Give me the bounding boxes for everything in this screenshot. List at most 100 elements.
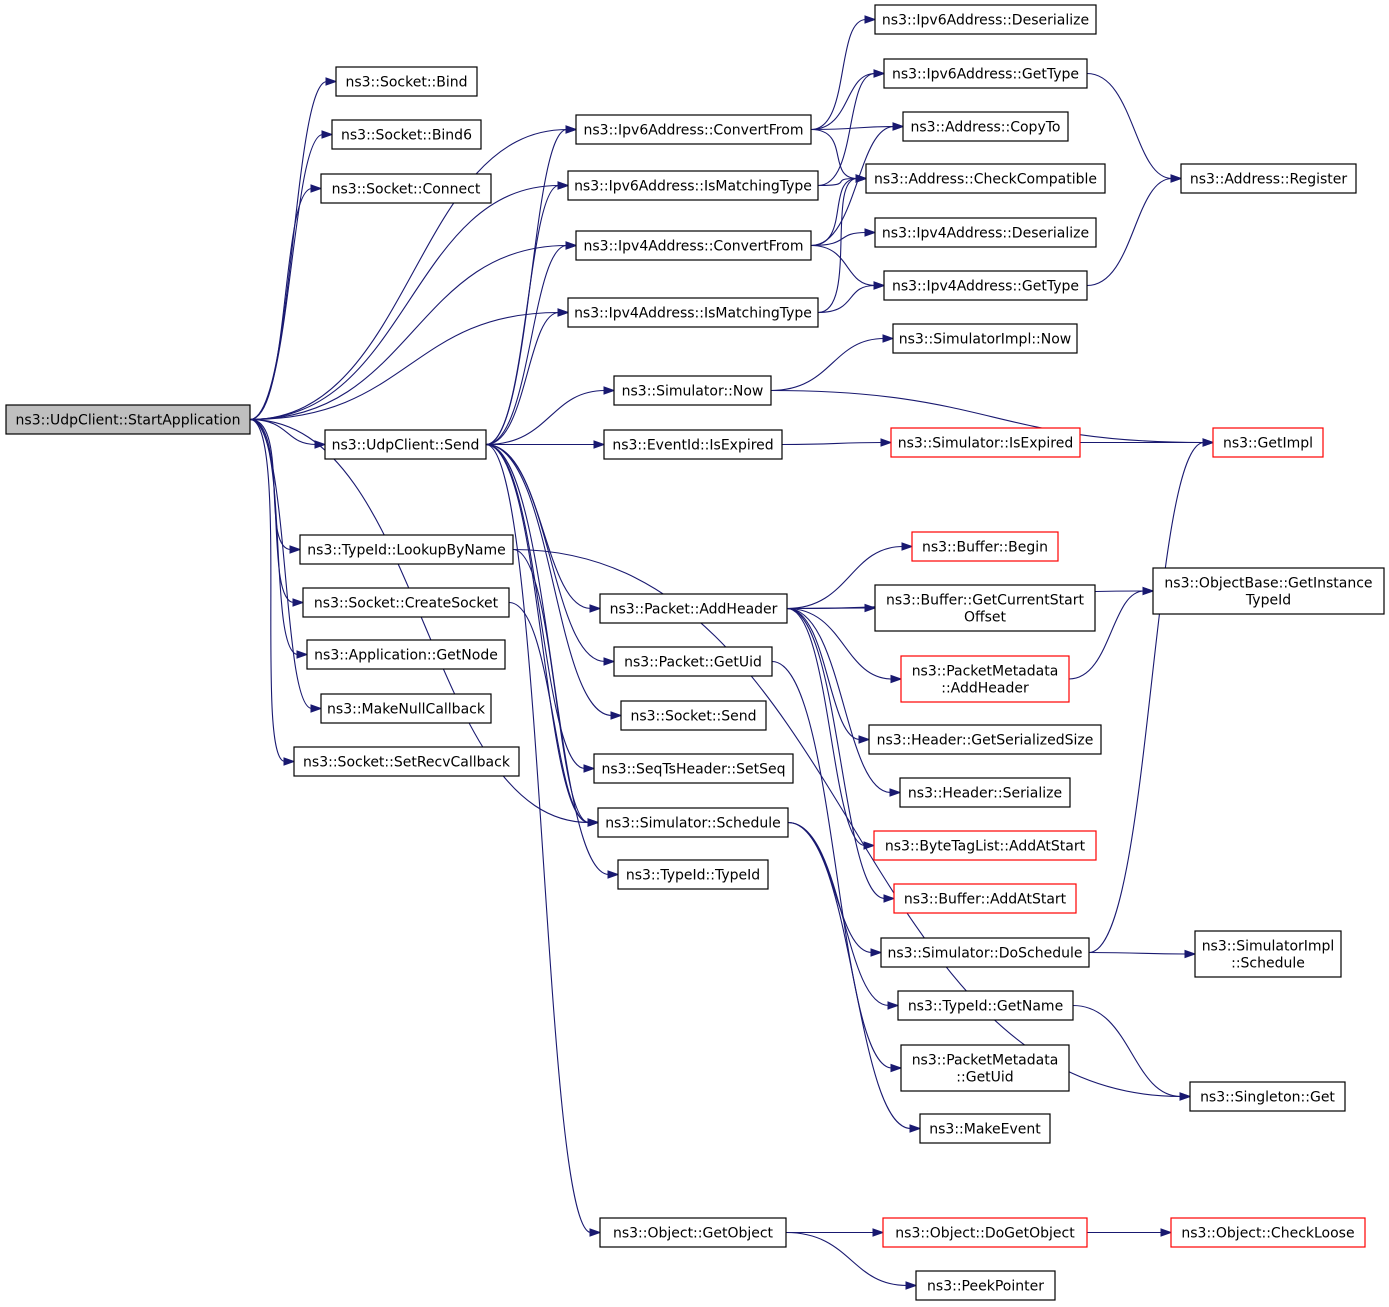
node-box[interactable] [593, 753, 794, 784]
node-box[interactable] [331, 119, 482, 150]
node-box[interactable] [865, 163, 1106, 194]
node-ns3-ipv6address-ismatchingtype[interactable]: ns3::Ipv6Address::IsMatchingType [567, 170, 819, 201]
node-ns3-seqtsheader-setseq[interactable]: ns3::SeqTsHeader::SetSeq [593, 753, 794, 784]
node-box[interactable] [293, 746, 520, 777]
node-box[interactable] [597, 807, 789, 838]
node-box[interactable] [892, 323, 1078, 354]
node-ns3-packetmetadata-getuid[interactable]: ns3::PacketMetadata::GetUid [900, 1044, 1070, 1092]
node-ns3-socket-send[interactable]: ns3::Socket::Send [620, 700, 767, 731]
node-box[interactable] [603, 429, 783, 460]
node-ns3-address-checkcompatible[interactable]: ns3::Address::CheckCompatible [865, 163, 1106, 194]
node-box[interactable] [890, 427, 1081, 458]
node-ns3-typeid-typeid[interactable]: ns3::TypeId::TypeId [617, 859, 769, 890]
node-box[interactable] [617, 859, 769, 890]
node-box[interactable] [1152, 567, 1385, 615]
node-ns3-ipv4address-ismatchingtype[interactable]: ns3::Ipv4Address::IsMatchingType [567, 297, 819, 328]
node-box[interactable] [874, 4, 1097, 35]
node-ns3-socket-bind[interactable]: ns3::Socket::Bind [335, 66, 478, 97]
node-ns3-ipv4address-gettype[interactable]: ns3::Ipv4Address::GetType [883, 270, 1088, 301]
node-box[interactable] [1194, 930, 1342, 978]
node-box[interactable] [5, 404, 251, 435]
node-box[interactable] [874, 584, 1096, 632]
node-box[interactable] [567, 297, 819, 328]
node-box[interactable] [567, 170, 819, 201]
node-box[interactable] [299, 534, 514, 565]
node-box[interactable] [897, 990, 1074, 1021]
node-ns3-simulator-schedule[interactable]: ns3::Simulator::Schedule [597, 807, 789, 838]
node-ns3-packet-getuid[interactable]: ns3::Packet::GetUid [613, 646, 773, 677]
node-ns3-socket-setrecvcallback[interactable]: ns3::Socket::SetRecvCallback [293, 746, 520, 777]
node-box[interactable] [1212, 427, 1324, 458]
node-ns3-object-dogetobject[interactable]: ns3::Object::DoGetObject [882, 1217, 1088, 1248]
node-box[interactable] [1180, 163, 1357, 194]
node-box[interactable] [880, 937, 1090, 968]
node-ns3-buffer-begin[interactable]: ns3::Buffer::Begin [911, 531, 1059, 562]
node-box[interactable] [893, 883, 1077, 914]
node-box[interactable] [324, 429, 487, 460]
node-ns3-udpclient-startapplication[interactable]: ns3::UdpClient::StartApplication [5, 404, 251, 435]
node-ns3-buffer-addatstart[interactable]: ns3::Buffer::AddAtStart [893, 883, 1077, 914]
node-box[interactable] [911, 531, 1059, 562]
node-box[interactable] [320, 693, 492, 724]
node-box[interactable] [883, 58, 1088, 89]
node-ns3-ipv4address-convertfrom[interactable]: ns3::Ipv4Address::ConvertFrom [575, 230, 812, 261]
node-box[interactable] [575, 230, 812, 261]
node-box[interactable] [320, 173, 492, 204]
node-ns3-address-copyto[interactable]: ns3::Address::CopyTo [902, 111, 1069, 142]
node-ns3-header-getserializedsize[interactable]: ns3::Header::GetSerializedSize [868, 724, 1102, 755]
node-box[interactable] [599, 593, 788, 624]
node-ns3-makeevent[interactable]: ns3::MakeEvent [919, 1113, 1051, 1144]
node-box[interactable] [620, 700, 767, 731]
node-box[interactable] [575, 114, 812, 145]
node-box[interactable] [1170, 1217, 1366, 1248]
node-ns3-typeid-getname[interactable]: ns3::TypeId::GetName [897, 990, 1074, 1021]
node-ns3-ipv6address-gettype[interactable]: ns3::Ipv6Address::GetType [883, 58, 1088, 89]
node-ns3-ipv6address-deserialize[interactable]: ns3::Ipv6Address::Deserialize [874, 4, 1097, 35]
node-ns3-peekpointer[interactable]: ns3::PeekPointer [915, 1270, 1056, 1301]
node-ns3-object-getobject[interactable]: ns3::Object::GetObject [599, 1217, 787, 1248]
node-ns3-ipv6address-convertfrom[interactable]: ns3::Ipv6Address::ConvertFrom [575, 114, 812, 145]
node-ns3-address-register[interactable]: ns3::Address::Register [1180, 163, 1357, 194]
node-ns3-makenullcallback[interactable]: ns3::MakeNullCallback [320, 693, 492, 724]
node-box[interactable] [335, 66, 478, 97]
node-ns3-udpclient-send[interactable]: ns3::UdpClient::Send [324, 429, 487, 460]
node-ns3-socket-bind6[interactable]: ns3::Socket::Bind6 [331, 119, 482, 150]
node-ns3-ipv4address-deserialize[interactable]: ns3::Ipv4Address::Deserialize [874, 217, 1097, 248]
node-ns3-simulator-doschedule[interactable]: ns3::Simulator::DoSchedule [880, 937, 1090, 968]
node-ns3-socket-createsocket[interactable]: ns3::Socket::CreateSocket [302, 587, 510, 618]
node-box[interactable] [900, 1044, 1070, 1092]
node-box[interactable] [919, 1113, 1051, 1144]
node-ns3-simulator-now[interactable]: ns3::Simulator::Now [613, 375, 772, 406]
node-box[interactable] [613, 375, 772, 406]
node-ns3-simulator-isexpired[interactable]: ns3::Simulator::IsExpired [890, 427, 1081, 458]
node-box[interactable] [883, 270, 1088, 301]
node-ns3-packet-addheader[interactable]: ns3::Packet::AddHeader [599, 593, 788, 624]
node-ns3-getimpl[interactable]: ns3::GetImpl [1212, 427, 1324, 458]
node-box[interactable] [873, 830, 1097, 861]
node-ns3-object-checkloose[interactable]: ns3::Object::CheckLoose [1170, 1217, 1366, 1248]
node-box[interactable] [899, 777, 1071, 808]
node-ns3-socket-connect[interactable]: ns3::Socket::Connect [320, 173, 492, 204]
node-box[interactable] [900, 655, 1070, 703]
node-box[interactable] [613, 646, 773, 677]
node-ns3-eventid-isexpired[interactable]: ns3::EventId::IsExpired [603, 429, 783, 460]
node-box[interactable] [874, 217, 1097, 248]
node-ns3-singleton-get[interactable]: ns3::Singleton::Get [1189, 1081, 1346, 1112]
node-box[interactable] [306, 639, 506, 670]
node-ns3-application-getnode[interactable]: ns3::Application::GetNode [306, 639, 506, 670]
node-ns3-header-serialize[interactable]: ns3::Header::Serialize [899, 777, 1071, 808]
node-ns3-packetmetadata-addheader[interactable]: ns3::PacketMetadata::AddHeader [900, 655, 1070, 703]
node-ns3-simulatorimpl-schedule[interactable]: ns3::SimulatorImpl::Schedule [1194, 930, 1342, 978]
node-box[interactable] [902, 111, 1069, 142]
node-ns3-simulatorimpl-now[interactable]: ns3::SimulatorImpl::Now [892, 323, 1078, 354]
node-box[interactable] [599, 1217, 787, 1248]
node-box[interactable] [1189, 1081, 1346, 1112]
node-ns3-typeid-lookupbyname[interactable]: ns3::TypeId::LookupByName [299, 534, 514, 565]
node-box[interactable] [868, 724, 1102, 755]
node-box[interactable] [882, 1217, 1088, 1248]
node-box[interactable] [302, 587, 510, 618]
node-ns3-bytetaglist-addatstart[interactable]: ns3::ByteTagList::AddAtStart [873, 830, 1097, 861]
node-box[interactable] [915, 1270, 1056, 1301]
